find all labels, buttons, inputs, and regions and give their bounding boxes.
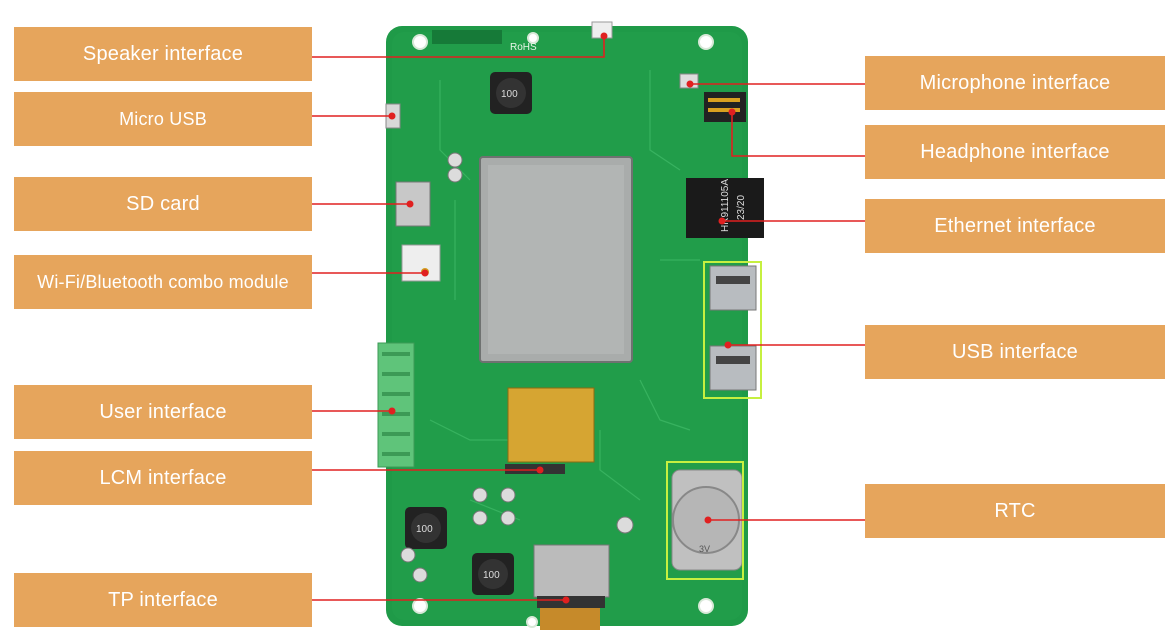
headphone-jack (704, 92, 746, 122)
label-micro-usb: Micro USB (14, 92, 312, 146)
label-sd-card: SD card (14, 177, 312, 231)
ethernet-jack (686, 178, 764, 238)
label-user-interface: User interface (14, 385, 312, 439)
rohs-mark: RoHS (510, 42, 537, 53)
inductor-left-label: 100 (416, 524, 433, 535)
lcm-connector (505, 464, 565, 474)
tp-flex-tail (540, 608, 600, 630)
tp-connector (537, 596, 605, 608)
capacitors (400, 152, 634, 583)
lcm-flex-cable (507, 387, 595, 463)
battery-label: 3V (699, 544, 710, 554)
ethernet-date-label: 23/20 (736, 195, 747, 220)
usb-highlight-box (703, 261, 762, 399)
inductor-bottom-label: 100 (483, 570, 500, 581)
label-wifi-bt-module: Wi-Fi/Bluetooth combo module (14, 255, 312, 309)
ethernet-part-label: HR911105A (720, 179, 731, 232)
label-lcm-interface: LCM interface (14, 451, 312, 505)
tp-connector-housing (533, 544, 610, 598)
label-tp-interface: TP interface (14, 573, 312, 627)
leader-dots (388, 32, 736, 604)
usb-port-bottom (709, 345, 757, 391)
label-usb-interface: USB interface (865, 325, 1165, 379)
leader-speaker (312, 36, 605, 58)
label-microphone-interface: Microphone interface (865, 56, 1165, 110)
inductor-top-label: 100 (501, 89, 518, 100)
leader-headphone (731, 112, 865, 157)
label-rtc: RTC (865, 484, 1165, 538)
mounting-holes (412, 32, 714, 628)
wifi-bt-module (401, 244, 441, 282)
usb-port-top (709, 265, 757, 311)
label-headphone-interface: Headphone interface (865, 125, 1165, 179)
label-speaker-interface: Speaker interface (14, 27, 312, 81)
user-terminal-block (377, 342, 415, 468)
label-ethernet-interface: Ethernet interface (865, 199, 1165, 253)
leader-lines (312, 36, 865, 601)
top-header-strip (432, 30, 502, 44)
pcb-traces (429, 70, 700, 521)
